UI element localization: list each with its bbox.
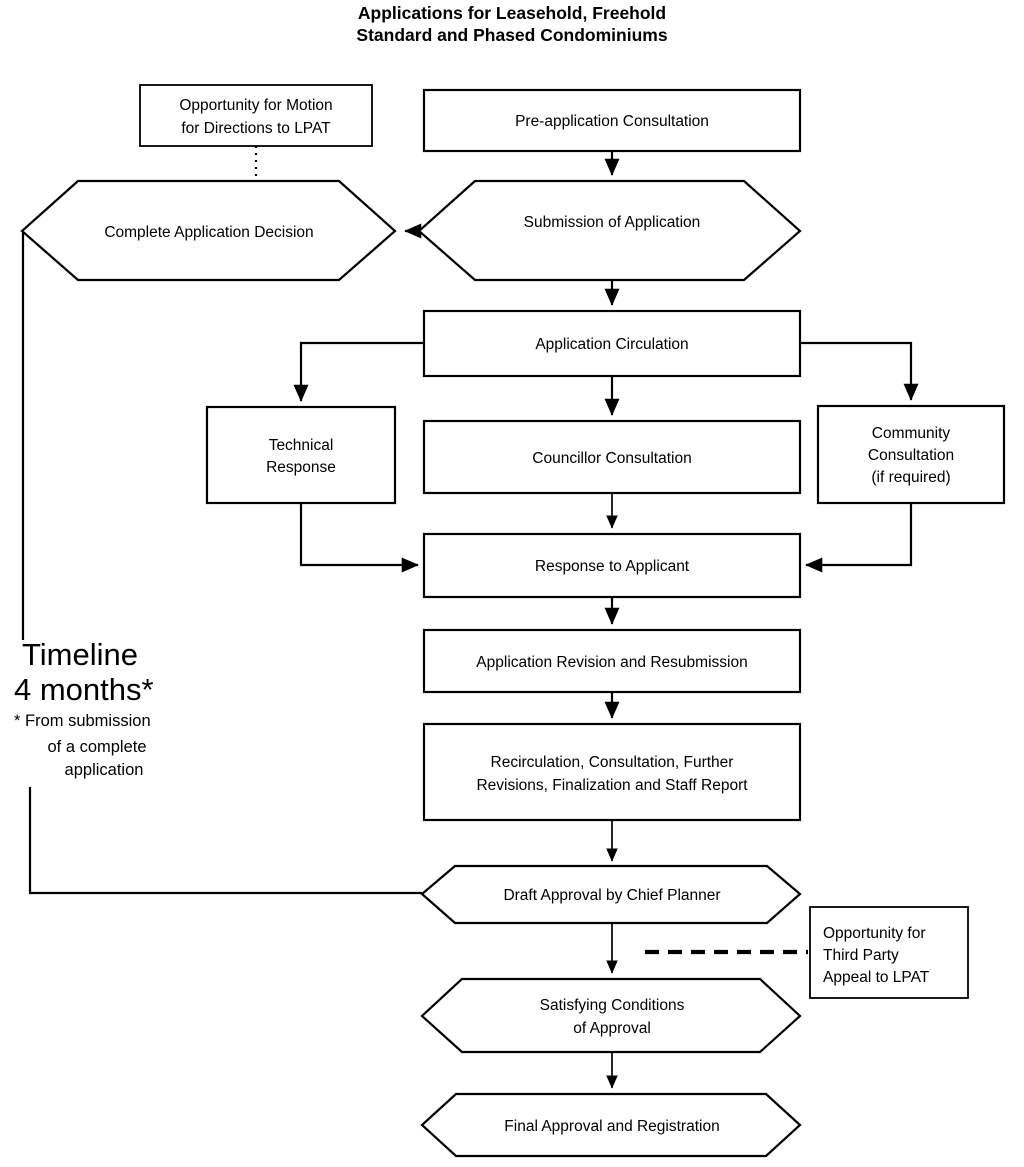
node-label-line-1: Opportunity for (823, 925, 926, 942)
node-shape-hexagon (20, 179, 397, 282)
timeline-note-line-1: * From submission (14, 712, 151, 730)
node-shape-rect (422, 309, 802, 378)
title-line-1: Applications for Leasehold, Freehold (358, 3, 666, 23)
node-shape-rect (422, 419, 802, 495)
node-application-circulation[interactable]: Application Circulation (422, 309, 802, 378)
node-technical-response[interactable]: Technical Response (205, 405, 397, 505)
node-satisfying-conditions[interactable]: Satisfying Conditions of Approval (420, 977, 802, 1054)
node-label-line-1: Opportunity for Motion (179, 97, 332, 114)
node-label-line-1: Recirculation, Consultation, Further (491, 754, 734, 771)
node-shape-rect (422, 532, 802, 599)
node-shape-rect (422, 628, 802, 694)
node-pre-application-consultation[interactable]: Pre-application Consultation (422, 88, 802, 153)
node-shape-hexagon (420, 1092, 802, 1158)
node-application-revision[interactable]: Application Revision and Resubmission (422, 628, 802, 694)
node-label-line-1: Technical (269, 437, 334, 454)
node-shape-rect (422, 722, 802, 822)
edge-community-to-response (805, 503, 913, 573)
node-shape-rect (139, 84, 373, 147)
node-label: Draft Approval by Chief Planner (503, 887, 720, 904)
node-complete-application-decision[interactable]: Complete Application Decision (20, 179, 397, 282)
node-shape-rect (816, 404, 1006, 505)
node-response-to-applicant[interactable]: Response to Applicant (422, 532, 802, 599)
node-label: Response to Applicant (535, 558, 690, 575)
edge-circulation-to-technical (293, 341, 424, 402)
timeline-heading-line-1: Timeline (22, 637, 138, 672)
node-shape-rect (205, 405, 397, 505)
node-recirculation-staff-report[interactable]: Recirculation, Consultation, Further Rev… (422, 722, 802, 822)
node-label-line-1: Satisfying Conditions (540, 997, 685, 1014)
node-label-line-3: (if required) (871, 469, 950, 486)
node-label: Submission of Application (524, 214, 701, 231)
node-draft-approval[interactable]: Draft Approval by Chief Planner (420, 864, 802, 925)
node-shape-hexagon (417, 179, 802, 282)
node-label-line-1: Community (872, 425, 951, 442)
node-label-line-2: Consultation (868, 447, 954, 464)
timeline-heading-line-2: 4 months* (14, 672, 154, 707)
node-shape-rect (809, 906, 969, 999)
title-line-2: Standard and Phased Condominiums (356, 25, 667, 45)
node-label-line-2: Response (266, 459, 336, 476)
node-shape-hexagon (420, 977, 802, 1054)
node-final-approval[interactable]: Final Approval and Registration (420, 1092, 802, 1158)
node-label: Pre-application Consultation (515, 113, 709, 130)
node-label: Final Approval and Registration (504, 1118, 719, 1135)
node-opportunity-motion-lpat[interactable]: Opportunity for Motion for Directions to… (139, 84, 373, 147)
timeline-note-line-2: of a complete (47, 738, 146, 756)
edge-circulation-to-community (800, 341, 919, 401)
node-submission-of-application[interactable]: Submission of Application (417, 179, 802, 282)
edge-timeline-lower (28, 787, 422, 895)
timeline-annotation: Timeline 4 months* * From submission of … (14, 637, 154, 779)
node-shape-rect (422, 88, 802, 153)
node-label: Councillor Consultation (532, 450, 691, 467)
node-label: Application Circulation (535, 336, 688, 353)
node-label-line-2: for Directions to LPAT (181, 120, 331, 137)
node-label: Complete Application Decision (104, 224, 313, 241)
node-label-line-2: Revisions, Finalization and Staff Report (476, 777, 748, 794)
node-label-line-2: of Approval (573, 1020, 651, 1037)
node-shape-hexagon (420, 864, 802, 925)
node-label-line-3: Appeal to LPAT (823, 969, 930, 986)
node-community-consultation[interactable]: Community Consultation (if required) (816, 404, 1006, 505)
node-label-line-2: Third Party (823, 947, 899, 964)
node-councillor-consultation[interactable]: Councillor Consultation (422, 419, 802, 495)
timeline-note-line-3: application (65, 761, 144, 779)
node-label: Application Revision and Resubmission (476, 654, 747, 671)
node-third-party-appeal[interactable]: Opportunity for Third Party Appeal to LP… (809, 906, 969, 999)
connector-layer (21, 146, 919, 1089)
page-title: Applications for Leasehold, Freehold Sta… (356, 3, 667, 45)
edge-technical-to-response (299, 503, 419, 573)
